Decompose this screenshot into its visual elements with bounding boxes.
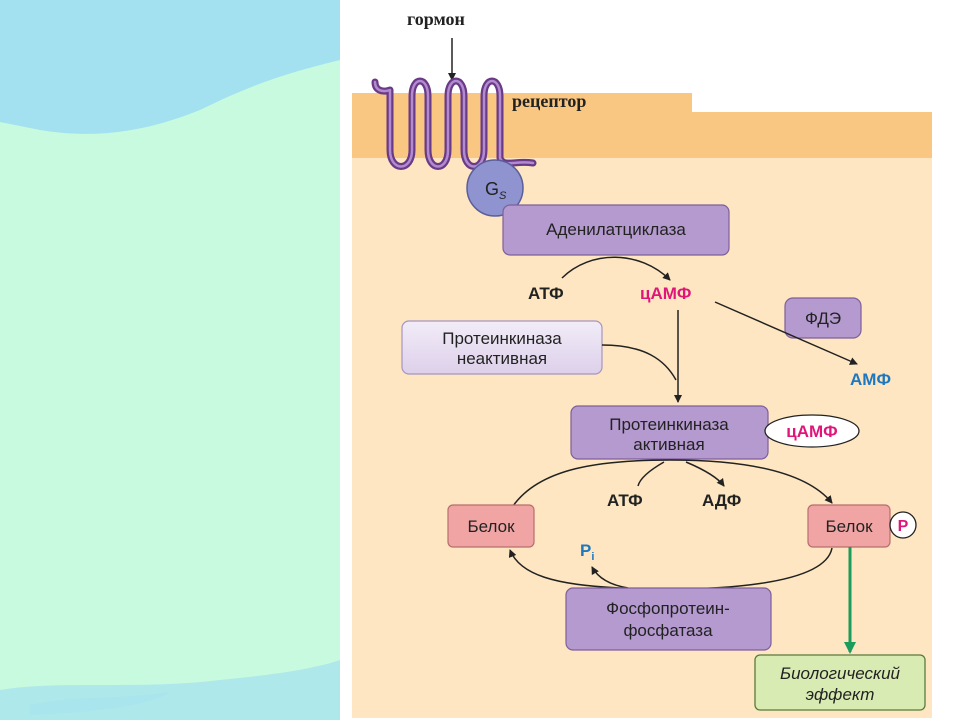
receptor-label: рецептор [512,91,586,111]
phosphatase-line1: Фосфопротеин- [606,599,730,618]
camp-to-amp-arrow [714,301,858,365]
svg-text:GS: GS [485,179,507,202]
phosphate-label: P [898,518,909,535]
biological-effect-line1: Биологический [780,664,901,683]
phosphatase-line2: фосфатаза [623,621,713,640]
amp-label: АМФ [850,370,891,389]
protein-kinase-inactive-box [401,320,603,375]
cycle-top-arc [512,459,833,507]
protein-right-label: Белок [825,517,873,536]
svg-text:Pi: Pi [580,541,594,563]
biological-effect-line2: эффект [806,685,875,704]
slide-streaks [0,0,340,720]
receptor-coil-icon [371,77,537,170]
phosphate-icon: P [889,511,917,539]
protein-kinase-inactive-line2: неактивная [457,349,547,368]
protein-kinase-active-line2: активная [633,435,704,454]
adenylate-cyclase-box [502,204,730,256]
camp-label-top: цАМФ [640,284,691,303]
atp-branch-arrow [637,461,665,487]
gs-label: G [485,179,499,199]
adenylate-cyclase-label: Аденилатциклаза [546,220,686,239]
slide-background [0,0,340,720]
camp-bound-label: цАМФ [786,422,837,441]
pde-box [784,297,862,339]
protein-kinase-inactive-line1: Протеинкиназа [442,329,562,348]
pi-label: P [580,541,591,560]
pde-label: ФДЭ [805,309,841,328]
adp-label-cycle: АДФ [702,491,741,510]
atp-label-cycle: АТФ [607,491,643,510]
pi-release-arrow [591,566,629,589]
pi-subscript: i [591,551,594,563]
hormone-label: гормон [407,9,465,29]
inactive-to-active-arrow [601,344,677,381]
camp-bound-oval [764,414,860,448]
protein-left-box [447,504,535,548]
atp-label-top: АТФ [528,284,564,303]
adp-branch-arrow [685,461,725,487]
phosphatase-box [565,587,772,651]
gs-subscript: S [499,190,507,202]
protein-kinase-active-line1: Протеинкиназа [609,415,729,434]
gs-protein-icon: GS [466,159,524,217]
atp-to-camp-arrow [561,256,671,281]
biological-effect-box [754,654,926,711]
protein-left-label: Белок [467,517,515,536]
